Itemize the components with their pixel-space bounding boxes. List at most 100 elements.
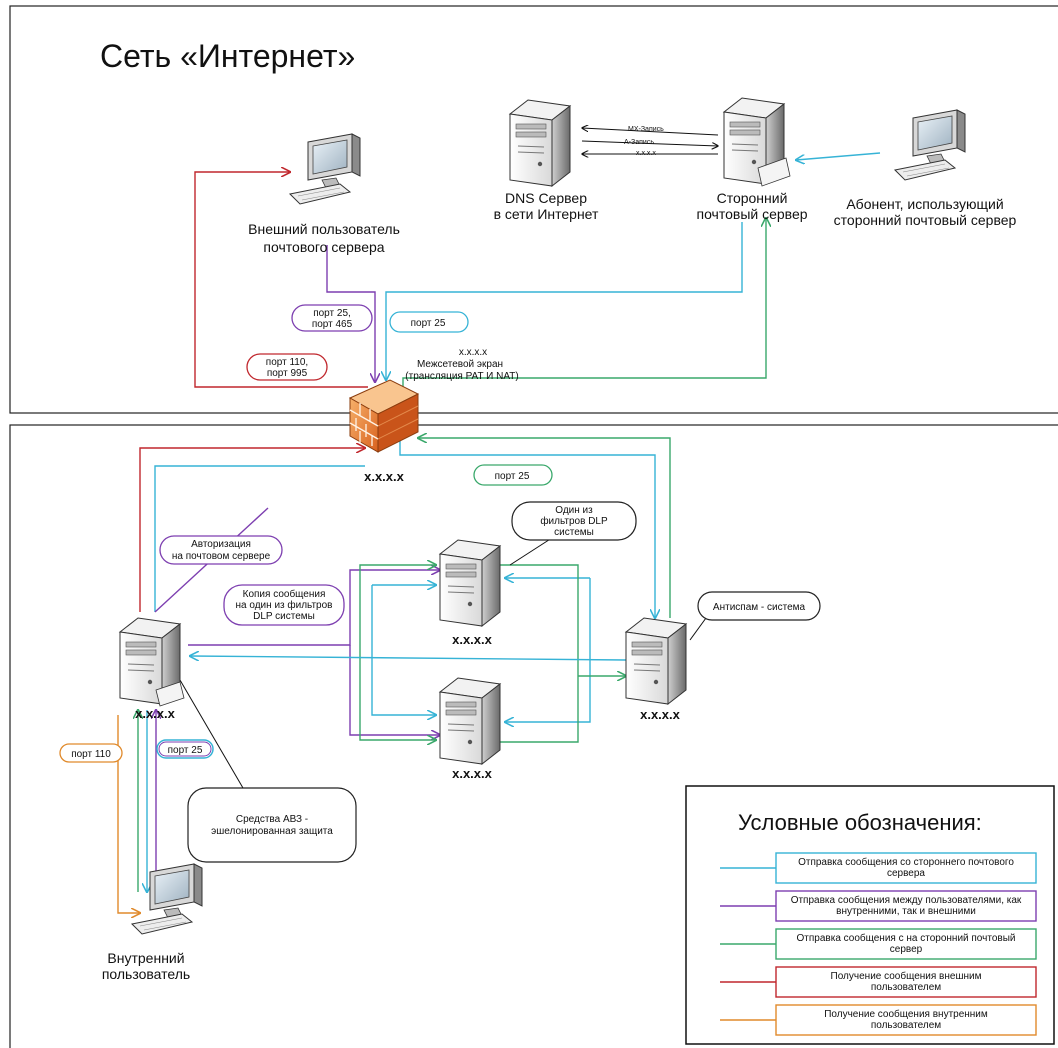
legend-text-3-1: пользователем: [871, 982, 941, 993]
legend-text-2-1: сервер: [890, 944, 923, 955]
dlp-server-1-icon: [439, 539, 501, 627]
firewall-icon: [348, 379, 420, 453]
port-25-465-line1: порт 25,: [313, 308, 351, 319]
legend-box-2: [775, 928, 1037, 960]
third-party-server-icon: [723, 97, 791, 187]
port-25-top-text: порт 25: [411, 318, 446, 329]
copy-callout-line3: DLP системы: [253, 611, 315, 622]
internal-user-label-1: Внутренний: [107, 950, 184, 966]
antispam-callout: [697, 591, 821, 621]
internal-zone-frame: [9, 424, 1058, 1048]
line-green-filters: [359, 565, 436, 640]
avz-callout-line2: эшелонированная защита: [211, 826, 333, 837]
line-cyan-subscriber: [796, 152, 881, 160]
port-110-995-line1: порт 110,: [266, 357, 308, 368]
auth-callout-line2: на почтовом сервере: [172, 551, 271, 562]
port-110-text: порт 110: [71, 749, 111, 760]
internal-user-label-2: пользователь: [102, 966, 190, 982]
legend-text-4-0: Получение сообщения внутренним: [824, 1008, 988, 1020]
line-cyan-filters: [371, 585, 436, 715]
external-user-pc-icon: [289, 133, 361, 205]
line-red-external: [194, 172, 368, 388]
copy-callout-line2: на один из фильтров: [236, 599, 333, 611]
subscriber-label-1: Абонент, использующий: [846, 196, 1003, 212]
line-green-thirdparty: [402, 218, 766, 392]
third-party-label-2: почтовый сервер: [696, 206, 807, 222]
dlp-callout-line1: Один из: [555, 505, 593, 516]
line-red-internal: [139, 448, 365, 612]
firewall-note: (трансляция PAT И NAT): [405, 371, 518, 382]
dlp-server-1-ip: x.x.x.x: [452, 632, 493, 647]
line-cyan-antispam-mail: [190, 656, 627, 660]
port-25-local-inner: [158, 741, 212, 757]
dlp-callout-line2: фильтров DLP: [540, 515, 608, 527]
line-cyan-thirdparty: [386, 222, 743, 380]
legend-text-0-1: сервера: [887, 868, 925, 879]
line-green-filters-2: [359, 640, 436, 740]
legend-text-0-0: Отправка сообщения со стороннего почтово…: [798, 856, 1014, 868]
callout-line-avz: [179, 679, 244, 789]
antispam-callout-text: Антиспам - система: [713, 602, 806, 613]
legend-text-1-1: внутренними, так и внешними: [836, 906, 976, 917]
mail-server-icon: [119, 617, 185, 707]
dlp-callout-line3: системы: [554, 527, 594, 538]
line-cyan-right: [505, 578, 591, 722]
dns-record-ip: x.x.x.x: [636, 150, 656, 157]
internet-zone-frame: [9, 5, 1058, 414]
firewall-ip-bottom: x.x.x.x: [364, 469, 405, 484]
legend-box-0: [775, 852, 1037, 884]
dlp-callout: [511, 501, 637, 541]
line-orange-internal: [117, 715, 140, 913]
legend-text-3-0: Получение сообщения внешним: [831, 970, 982, 982]
port-25-local-text: порт 25: [168, 745, 203, 756]
third-party-label-1: Сторонний: [717, 190, 788, 206]
dns-server-icon: [509, 99, 571, 187]
port-110-995-bubble: [246, 353, 328, 381]
line-cyan-fw-antispam: [399, 438, 655, 618]
firewall-ip-top: x.x.x.x: [459, 347, 487, 358]
legend-box-4: [775, 1004, 1037, 1036]
subscriber-pc-icon: [894, 109, 966, 181]
line-purple-filters-2: [349, 645, 440, 735]
legend-box-1: [775, 890, 1037, 922]
port-25-top-bubble: [389, 311, 469, 333]
legend-items: Отправка сообщения со стороннего почтово…: [720, 852, 1037, 1036]
auth-callout: [159, 535, 283, 565]
dns-arrow-2: [581, 140, 718, 146]
subscriber-label-2: сторонний почтовый сервер: [834, 212, 1017, 228]
internal-user-pc-icon: [131, 863, 203, 935]
antispam-server-ip: x.x.x.x: [640, 707, 681, 722]
dns-record-mx: MX-Запись: [628, 126, 664, 133]
page-title: Сеть «Интернет»: [100, 38, 355, 74]
copy-callout: [223, 584, 345, 626]
external-user-label-2: почтового сервера: [263, 239, 384, 255]
port-25-465-bubble: [291, 304, 373, 332]
antispam-server-icon: [625, 617, 687, 705]
firewall-label: Межсетевой экран: [417, 359, 503, 370]
legend-text-1-0: Отправка сообщения между пользователями,…: [791, 894, 1022, 906]
dns-arrow-1: [582, 128, 719, 136]
line-cyan-mail-fw: [154, 465, 365, 612]
dns-record-a: А-Запись: [624, 139, 654, 146]
port-25-internal-bubble: [473, 464, 553, 486]
legend-text-2-0: Отправка сообщения с на сторонний почтов…: [797, 932, 1016, 944]
legend-title: Условные обозначения:: [738, 810, 982, 835]
port-25-465-line2: порт 465: [312, 319, 353, 330]
line-purple-filters: [188, 570, 440, 646]
copy-callout-line1: Копия сообщения: [243, 588, 326, 600]
callout-line-dlp: [509, 535, 556, 566]
port-25-internal-text: порт 25: [495, 471, 530, 482]
avz-callout: [187, 787, 357, 863]
legend-text-4-1: пользователем: [871, 1020, 941, 1031]
mail-server-ip: x.x.x.x: [135, 706, 176, 721]
dns-server-label-2: в сети Интернет: [494, 206, 599, 222]
auth-callout-line1: Авторизация: [191, 539, 251, 550]
legend-box-3: [775, 966, 1037, 998]
port-110-995-line2: порт 995: [267, 368, 308, 379]
avz-callout-line1: Средства АВЗ -: [236, 814, 308, 825]
dlp-server-2-ip: x.x.x.x: [452, 766, 493, 781]
dns-server-label-1: DNS Сервер: [505, 190, 587, 206]
external-user-label-1: Внешний пользователь: [248, 221, 400, 237]
callout-line-antispam: [689, 617, 707, 641]
